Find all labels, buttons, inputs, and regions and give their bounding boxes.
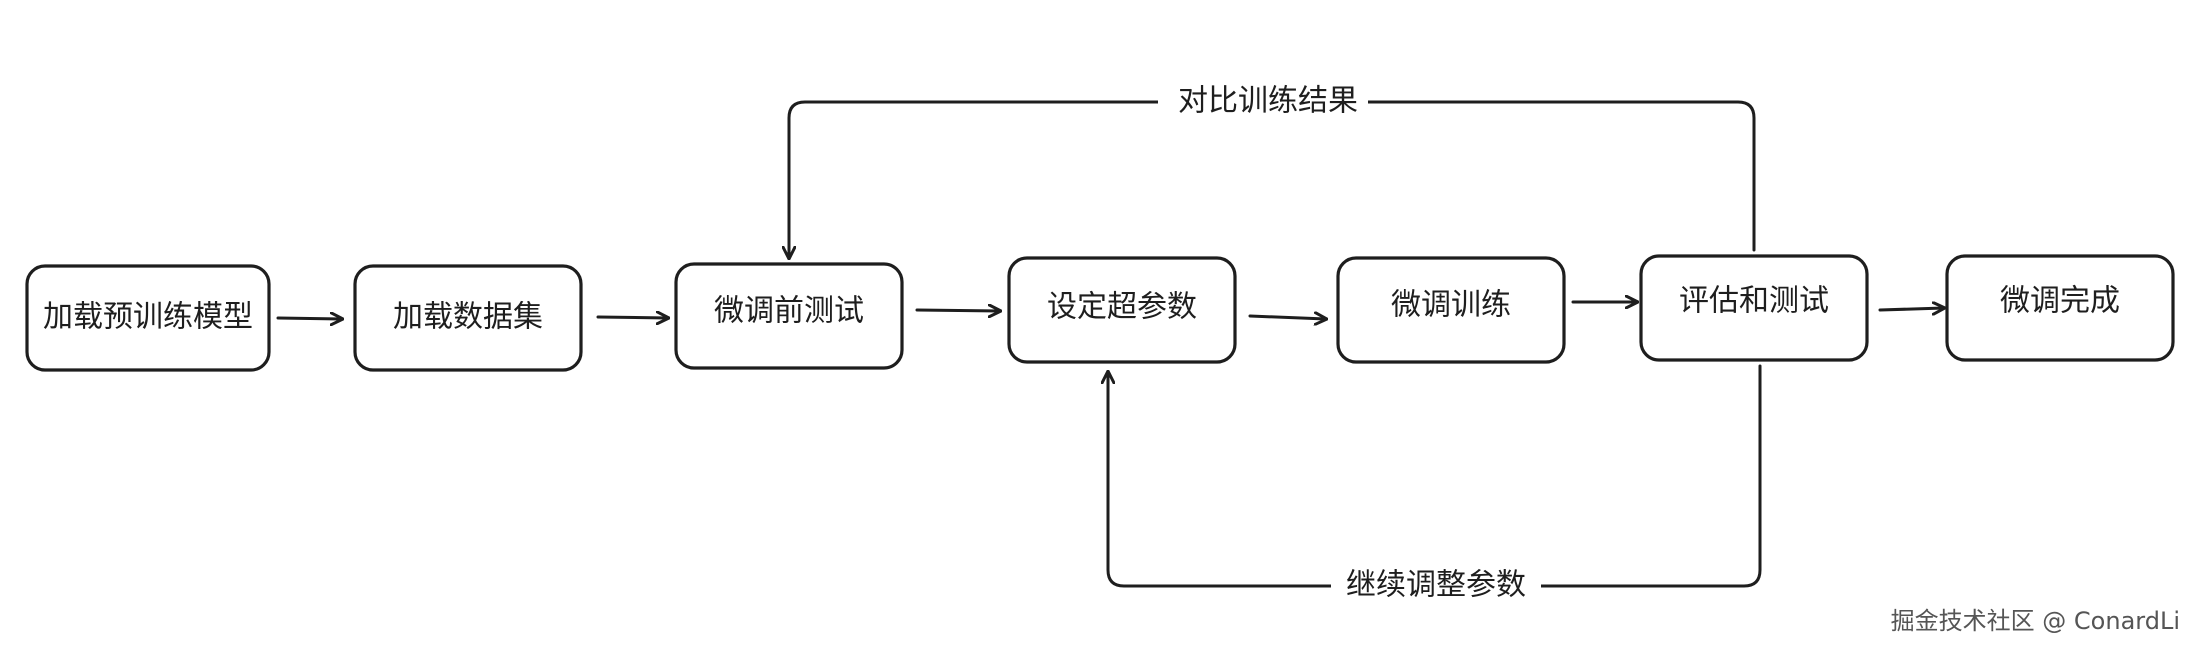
loop-arrow-continue	[1108, 364, 1762, 588]
node-set-hyperparams: 设定超参数	[1007, 256, 1237, 364]
node-load-pretrained-label: 加载预训练模型	[43, 300, 253, 335]
node-set-hyperparams-label: 设定超参数	[1047, 290, 1197, 325]
node-pre-test: 微调前测试	[674, 262, 904, 370]
node-done-label: 微调完成	[2000, 284, 2120, 319]
arrow-load-pretrained-to-load-dataset	[276, 318, 342, 319]
node-finetune-train: 微调训练	[1336, 256, 1566, 364]
watermark: 掘金技术社区 @ ConardLi	[1890, 607, 2180, 635]
arrow-evaluate-to-done	[1878, 308, 1944, 310]
loop-label-compare-bg	[1158, 82, 1368, 122]
node-evaluate: 评估和测试	[1639, 254, 1869, 362]
node-finetune-train-label: 微调训练	[1391, 288, 1511, 323]
loop-label-compare: 对比训练结果	[1178, 84, 1358, 119]
node-load-dataset: 加载数据集	[353, 264, 583, 372]
node-evaluate-label: 评估和测试	[1679, 284, 1829, 319]
loop-arrow-compare	[789, 100, 1756, 258]
node-done: 微调完成	[1945, 254, 2175, 362]
loop-label-continue-bg	[1331, 566, 1541, 606]
loop-label-continue: 继续调整参数	[1346, 568, 1526, 603]
node-load-dataset-label: 加载数据集	[393, 300, 543, 335]
node-load-pretrained: 加载预训练模型	[25, 264, 271, 372]
arrow-set-hyperparams-to-finetune-train	[1248, 316, 1326, 319]
node-pre-test-label: 微调前测试	[714, 294, 864, 329]
arrow-load-dataset-to-pre-test	[596, 317, 668, 318]
arrow-pre-test-to-set-hyperparams	[915, 310, 1000, 311]
